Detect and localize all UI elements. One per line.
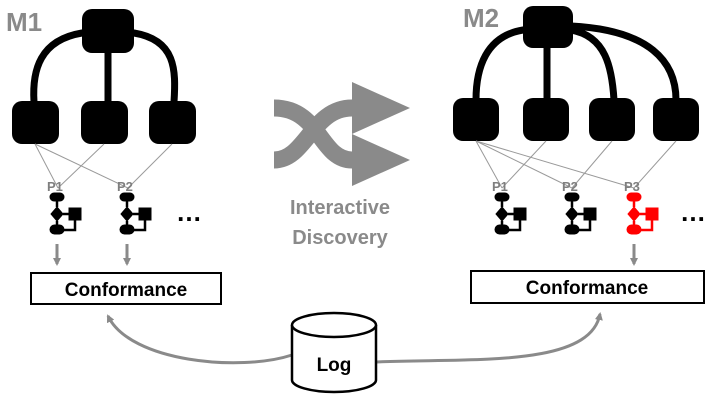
m2-fragment-label-p2: P2	[562, 179, 578, 194]
m2-edge-1	[472, 26, 527, 104]
m2-root-node	[523, 6, 573, 48]
m1-more-fragments-ellipsis: …	[176, 197, 202, 227]
m2-leaf-node-4	[653, 98, 699, 141]
m2-leaf-node-1	[453, 98, 499, 141]
m1-to-conformance-arrows	[53, 244, 131, 266]
log-label: Log	[317, 355, 352, 376]
m2-leaf-node-2	[523, 98, 569, 141]
m2-fragment-p1-icon	[494, 192, 527, 235]
m2-fragment-label-p3: P3	[624, 179, 640, 194]
m1-fragment-label-p2: P2	[117, 179, 133, 194]
m1-mapping-lines	[34, 143, 173, 189]
log-database-icon	[290, 311, 378, 394]
m1-leaf-node-1	[12, 101, 59, 144]
log-to-m2-arrow	[375, 312, 603, 364]
m1-leaf-node-3	[149, 101, 196, 144]
m2-edge-4	[567, 22, 680, 104]
m1-root-node	[82, 9, 134, 53]
center-caption-line2: Discovery	[292, 227, 388, 249]
m1-edge-right	[130, 29, 179, 106]
model-m2-label: M2	[463, 3, 499, 33]
log-to-m1-arrow	[106, 314, 293, 365]
model-m1-tree	[30, 29, 179, 109]
m2-leaf-node-3	[589, 98, 635, 141]
m2-fragment-p2-icon	[564, 192, 597, 235]
center-caption-line1: Interactive	[290, 197, 390, 219]
m1-fragment-p2-icon	[119, 192, 152, 235]
m1-fragment-p1-icon	[49, 192, 82, 235]
model-m2-tree	[472, 22, 680, 106]
m2-more-fragments-ellipsis: …	[680, 197, 706, 227]
m2-fragment-label-p1: P1	[492, 179, 508, 194]
m2-edge-3	[567, 26, 618, 104]
model-m1-label: M1	[6, 7, 42, 37]
m1-edge-left	[30, 29, 86, 106]
m2-fragment-p3-icon-highlighted	[626, 192, 659, 235]
m2-conformance-box	[470, 270, 705, 304]
m2-mapping-lines	[475, 140, 677, 189]
m1-leaf-node-2	[81, 101, 128, 144]
shuffle-icon	[272, 82, 410, 186]
m1-conformance-box	[30, 272, 222, 305]
m1-fragment-label-p1: P1	[47, 179, 63, 194]
m1-conformance-label: Conformance	[65, 280, 187, 301]
m2-conformance-label: Conformance	[526, 278, 648, 299]
log-arrows	[106, 312, 603, 365]
